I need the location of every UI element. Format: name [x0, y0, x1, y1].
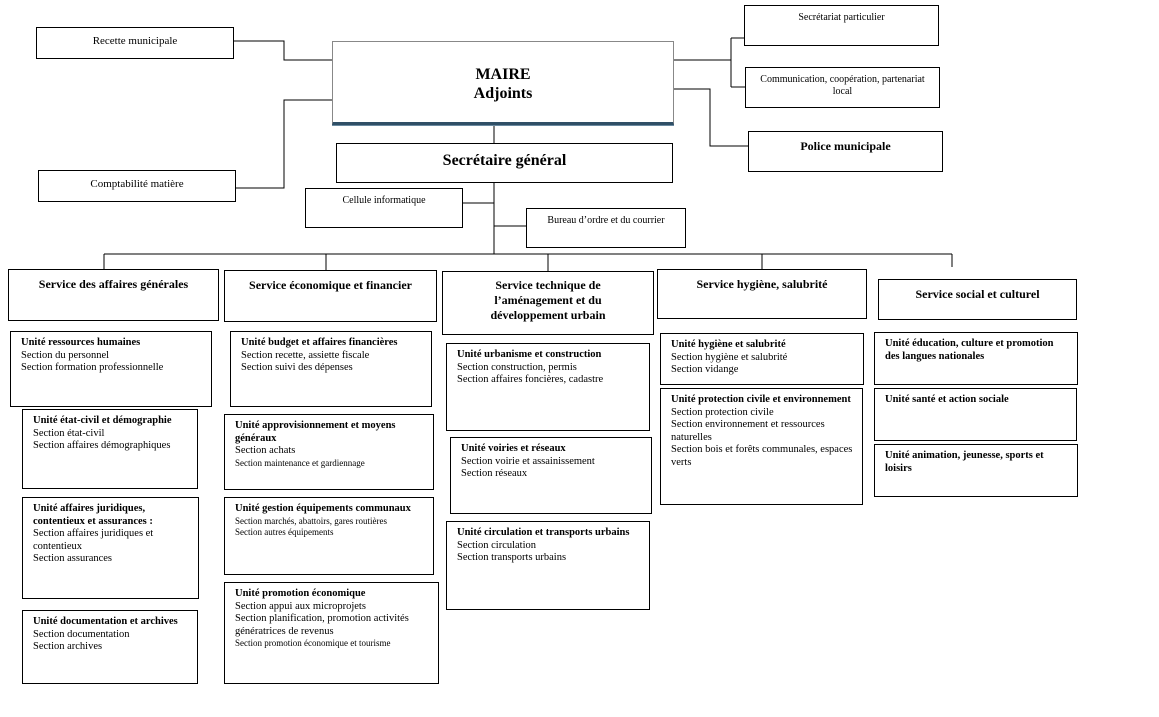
section-item: Section maintenance et gardiennage [235, 457, 365, 468]
section-item: Section documentation [33, 628, 130, 640]
section-item: Section achats [235, 445, 296, 456]
section-item: Section construction, permis [457, 361, 577, 373]
unit-box: Unité éducation, culture et promotion de… [874, 332, 1078, 385]
section-item: Section protection civile [671, 406, 774, 418]
section-item: Section du personnel [21, 349, 110, 361]
unit-name: Unité voiries et réseaux [461, 443, 566, 454]
unit-name: Unité circulation et transports urbains [457, 527, 630, 538]
service-hygiene-salubrite-box: Service hygiène, salubrité [657, 269, 867, 319]
section-item: Section autres équipements [235, 526, 334, 537]
section-item: Section recette, assiette fiscale [241, 349, 370, 361]
cellule-informatique-label: Cellule informatique [342, 195, 426, 206]
communication-label: Communication, coopération, partenariat … [760, 74, 925, 97]
recette-municipale-box: Recette municipale [36, 27, 234, 59]
recette-municipale-label: Recette municipale [92, 35, 178, 47]
maire-box: MAIRE Adjoints [332, 41, 674, 125]
section-item: Section appui aux microprojets [235, 600, 366, 612]
section-item: Section état-civil [33, 427, 105, 439]
unit-name: Unité santé et action sociale [885, 394, 1009, 405]
service-name: Service économique et financier [249, 278, 412, 292]
unit-box: Unité protection civile et environnement… [660, 388, 863, 505]
unit-box: Unité budget et affaires financières Sec… [230, 331, 432, 407]
secretariat-particulier-box: Secrétariat particulier [744, 5, 939, 46]
service-name: Service social et culturel [915, 287, 1040, 301]
unit-name: Unité hygiène et salubrité [671, 339, 786, 350]
unit-name: Unité protection civile et environnement [671, 394, 851, 405]
unit-name: Unité affaires juridiques, contentieux e… [33, 503, 153, 527]
service-name: Service technique de l’aménagement et du… [490, 278, 606, 322]
section-item: Section affaires foncières, cadastre [457, 374, 604, 385]
secretaire-general-box: Secrétaire général [336, 143, 673, 183]
unit-box: Unité circulation et transports urbains … [446, 521, 650, 610]
unit-box: Unité promotion économique Section appui… [224, 582, 439, 684]
secretariat-particulier-label: Secrétariat particulier [798, 12, 885, 23]
section-item: Section promotion économique et tourisme [235, 638, 391, 648]
section-item: Section vidange [671, 364, 739, 375]
section-item: Section marchés, abattoirs, gares routiè… [235, 515, 387, 526]
section-item: Section bois et forêts communales, espac… [671, 444, 853, 468]
service-economique-financier-box: Service économique et financier [224, 270, 437, 322]
unit-name: Unité gestion équipements communaux [235, 503, 411, 514]
unit-box: Unité état-civil et démographie Section … [22, 409, 198, 489]
section-item: Section hygiène et salubrité [671, 351, 788, 363]
unit-box: Unité approvisionnement et moyens généra… [224, 414, 434, 490]
section-item: Section affaires démographiques [33, 440, 171, 451]
unit-name: Unité urbanisme et construction [457, 349, 602, 360]
police-municipale-label: Police municipale [800, 139, 891, 153]
unit-box: Unité urbanisme et construction Section … [446, 343, 650, 431]
unit-name: Unité ressources humaines [21, 337, 141, 348]
section-item: Section affaires juridiques et contentie… [33, 528, 154, 552]
unit-box: Unité animation, jeunesse, sports et loi… [874, 444, 1078, 497]
section-item: Section planification, promotion activit… [235, 613, 409, 637]
unit-box: Unité affaires juridiques, contentieux e… [22, 497, 199, 599]
section-item: Section transports urbains [457, 552, 567, 563]
section-item: Section archives [33, 641, 103, 652]
adjoints-label: Adjoints [473, 85, 533, 102]
unit-name: Unité budget et affaires financières [241, 337, 398, 348]
unit-box: Unité documentation et archives Section … [22, 610, 198, 684]
bureau-ordre-courrier-box: Bureau d’ordre et du courrier [526, 208, 686, 248]
unit-name: Unité état-civil et démographie [33, 415, 172, 426]
service-affaires-generales-box: Service des affaires générales [8, 269, 219, 321]
unit-box: Unité voiries et réseaux Section voirie … [450, 437, 652, 514]
section-item: Section réseaux [461, 468, 528, 479]
unit-name: Unité éducation, culture et promotion de… [885, 338, 1054, 362]
police-municipale-box: Police municipale [748, 131, 943, 172]
section-item: Section suivi des dépenses [241, 362, 353, 373]
unit-name: Unité animation, jeunesse, sports et loi… [885, 450, 1044, 474]
unit-name: Unité approvisionnement et moyens généra… [235, 420, 396, 444]
unit-box: Unité santé et action sociale [874, 388, 1077, 441]
cellule-informatique-box: Cellule informatique [305, 188, 463, 228]
comptabilite-matiere-label: Comptabilité matière [90, 178, 184, 190]
section-item: Section assurances [33, 553, 113, 564]
bureau-ordre-courrier-label: Bureau d’ordre et du courrier [547, 215, 665, 226]
unit-box: Unité ressources humaines Section du per… [10, 331, 212, 407]
service-social-culturel-box: Service social et culturel [878, 279, 1077, 320]
maire-label: MAIRE [475, 66, 531, 83]
service-name: Service hygiène, salubrité [696, 277, 828, 291]
comptabilite-matiere-box: Comptabilité matière [38, 170, 236, 202]
section-item: Section formation professionnelle [21, 362, 164, 373]
service-technique-box: Service technique de l’aménagement et du… [442, 271, 654, 335]
section-item: Section voirie et assainissement [461, 455, 595, 467]
section-item: Section environnement et ressources natu… [671, 419, 825, 443]
secretaire-general-label: Secrétaire général [442, 152, 567, 169]
section-item: Section circulation [457, 539, 537, 551]
service-name: Service des affaires générales [38, 277, 189, 291]
communication-box: Communication, coopération, partenariat … [745, 67, 940, 108]
unit-name: Unité documentation et archives [33, 616, 178, 627]
unit-box: Unité gestion équipements communaux Sect… [224, 497, 434, 575]
unit-box: Unité hygiène et salubrité Section hygiè… [660, 333, 864, 385]
unit-name: Unité promotion économique [235, 588, 366, 599]
